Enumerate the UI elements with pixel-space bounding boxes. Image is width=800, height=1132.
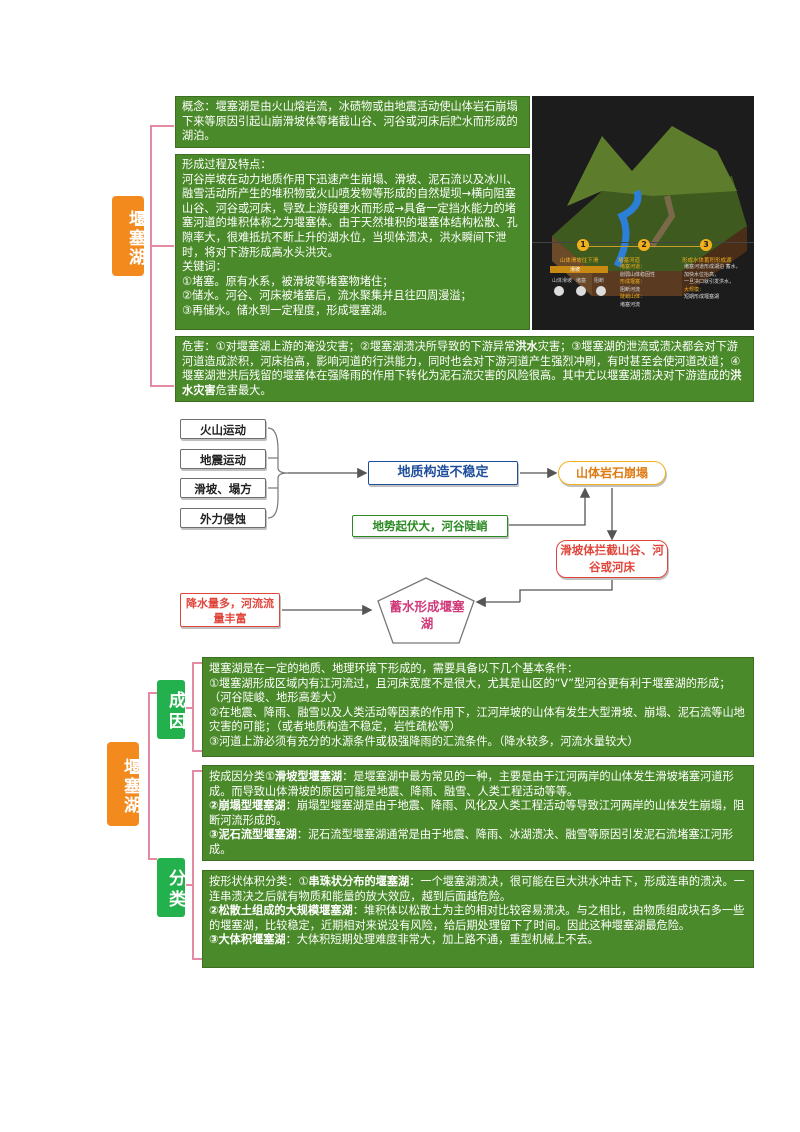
step1-icon-1	[554, 286, 564, 296]
cause-tag: 成因	[157, 680, 185, 739]
cause-landslide: 滑坡、塌方	[180, 478, 266, 498]
node-steep-terrain: 地势起伏大，河谷陡峭	[352, 515, 508, 537]
step-2-badge: 2	[638, 239, 650, 251]
lake-pentagon	[377, 577, 475, 644]
class-by-shape-box: 按形状体积分类：①串珠状分布的堰塞湖：一个堰塞湖溃决，很可能在巨大洪水冲击下，形…	[202, 870, 754, 968]
concept-box: 概念：堰塞湖是由火山熔岩流，冰碛物或由地震活动使山体岩石崩塌下来等原因引起山崩滑…	[175, 96, 530, 148]
keyword-3: ③再储水。储水到一定程度，形成堰塞湖。	[182, 303, 394, 317]
cause-intro: 堰塞湖是在一定的地质、地理环境下形成的，需要具备以下几个基本条件：	[209, 662, 579, 675]
step1-label-a: 滑坡	[570, 267, 581, 273]
step-1-badge: 1	[577, 239, 589, 251]
process-title: 形成过程及特点：	[182, 158, 272, 171]
step2-lines: 堵塞河道： 削弱山体稳固性 形成堰塞： 阻断河流 陡峭山体： 堵塞河流	[620, 264, 656, 308]
flowchart-connectors	[267, 427, 618, 616]
class-by-shape-2: ②松散土组成的大规模堰塞湖：堆积体以松散土为主的相对比较容易溃决。与之相比，由物…	[209, 904, 745, 932]
step-1-title: 山体滑坡往下滑	[559, 258, 599, 264]
terrain-block-image	[552, 126, 747, 296]
node-block-valley: 滑坡体拦截山谷、河谷或河床	[556, 540, 668, 578]
class-by-shape-3: ③大体积堰塞湖：大体积短期处理难度非常大，加上路不通，重型机械上不去。	[209, 933, 599, 947]
node-form-lake: 蓄水形成堰塞湖	[389, 599, 465, 631]
cause-earthquake: 地震运动	[180, 449, 266, 469]
cause-2: ②在地震、降雨、融雪以及人类活动等因素的作用下，江河岸坡的山体有发生大型滑坡、崩…	[209, 705, 745, 734]
cause-3: ③河道上游必须有充分的水源条件或极强降雨的汇流条件。（降水较多，河流水量较大）	[209, 734, 639, 748]
step-3-badge: 3	[700, 239, 712, 251]
cause-box: 堰塞湖是在一定的地质、地理环境下形成的，需要具备以下几个基本条件： ①堰塞湖形成…	[202, 657, 754, 757]
hazard-box: 危害：①对堰塞湖上游的淹没灾害；②堰塞湖溃决所导致的下游异常洪水灾害；③堰塞湖的…	[175, 336, 754, 402]
concept-text: 概念：堰塞湖是由火山熔岩流，冰碛物或由地震活动使山体岩石崩塌下来等原因引起山崩滑…	[182, 100, 518, 143]
classification-tag: 分类	[157, 858, 185, 917]
keyword-1: ①堵塞。原有水系，被滑坡等堵塞物堵住；	[182, 274, 394, 288]
step-2-title: 堵塞河道	[618, 258, 641, 264]
step3-lines: 堵塞河道形成湖泊 蓄水， 加快水位抬高， 一旦决口就引发洪水， 大规模： 短期形…	[684, 264, 741, 300]
step1-label-c: 堵塞	[576, 278, 587, 284]
step1-label-b: 山体滑坡	[552, 278, 573, 284]
process-body: 河谷岸坡在动力地质作用下迅速产生崩塌、滑坡、泥石流以及冰川、融雪活动所产生的堆积…	[182, 172, 518, 259]
class-by-cause-1: 按成因分类①滑坡型堰塞湖：是堰塞湖中最为常见的一种，主要是由于江河两岸的山体发生…	[209, 770, 734, 798]
class-by-shape-1: 按形状体积分类：①串珠状分布的堰塞湖：一个堰塞湖溃决，很可能在巨大洪水冲击下，形…	[209, 875, 745, 903]
keywords-title: 关键词：	[182, 260, 227, 274]
landslide-illustration: 1 2 3 山体滑坡往下滑 堵塞河道 形成水体蓄积形成湖 滑坡 山体滑坡 堵塞 …	[532, 96, 754, 330]
node-rainfall: 降水量多，河流流量丰富	[180, 593, 280, 627]
class-by-cause-box: 按成因分类①滑坡型堰塞湖：是堰塞湖中最为常见的一种，主要是由于江河两岸的山体发生…	[202, 765, 754, 861]
keyword-2: ②储水。河谷、河床被堵塞后，流水聚集并且往四周漫溢；	[182, 289, 472, 303]
step1-icon-2	[576, 286, 586, 296]
process-box: 形成过程及特点： 河谷岸坡在动力地质作用下迅速产生崩塌、滑坡、泥石流以及冰川、融…	[175, 154, 530, 330]
step1-label-d: 阻断	[594, 278, 605, 284]
section1-title-tag: 堰塞湖	[112, 196, 145, 276]
cause-1: ①堰塞湖形成区域内有江河流过，且河床宽度不是很大，尤其是山区的“V”型河谷更有利…	[209, 676, 731, 705]
step1-icon-3	[596, 286, 606, 296]
node-rock-collapse: 山体岩石崩塌	[558, 461, 666, 485]
class-by-cause-2: ②崩塌型堰塞湖：崩塌型堰塞湖是由于地震、降雨、风化及人类工程活动等导致江河两岸的…	[209, 799, 745, 827]
section2-title-tag: 堰塞湖	[107, 742, 140, 826]
class-by-cause-3: ③泥石流型堰塞湖：泥石流型堰塞湖通常是由于地震、降雨、冰湖溃决、融雪等原因引发泥…	[209, 828, 734, 856]
cause-volcano: 火山运动	[180, 419, 266, 439]
node-unstable-geology: 地质构造不稳定	[368, 461, 518, 485]
cause-erosion: 外力侵蚀	[180, 508, 266, 528]
hazard-text: 危害：①对堰塞湖上游的淹没灾害；②堰塞湖溃决所导致的下游异常洪水灾害；③堰塞湖的…	[182, 340, 742, 397]
step-3-title: 形成水体蓄积形成湖	[682, 258, 732, 264]
